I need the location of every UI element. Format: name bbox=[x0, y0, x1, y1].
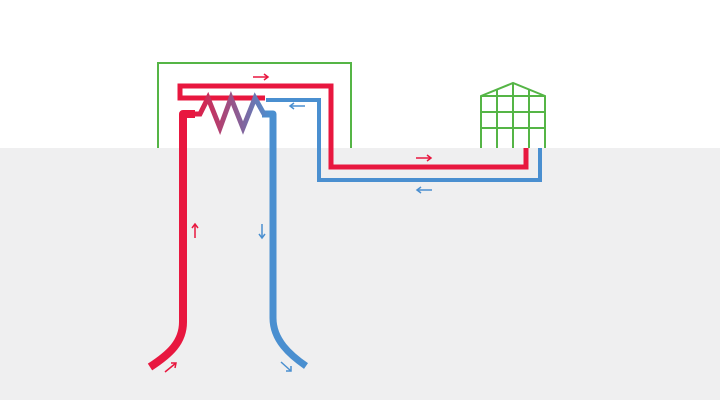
cold-supply-loop bbox=[266, 98, 542, 182]
sky-area bbox=[0, 0, 720, 148]
arrow-icon bbox=[415, 186, 432, 194]
hot-return-loop bbox=[177, 83, 529, 170]
arrow-icon bbox=[164, 362, 177, 373]
flow-arrows bbox=[164, 73, 433, 373]
arrow-icon bbox=[280, 361, 292, 372]
plant-housing-outline bbox=[157, 62, 352, 148]
greenhouse-icon bbox=[480, 81, 546, 148]
arrow-icon bbox=[191, 222, 199, 238]
arrow-icon bbox=[288, 102, 305, 110]
heat-exchanger-coil-icon bbox=[193, 91, 270, 135]
arrow-icon bbox=[253, 73, 270, 81]
arrow-icon bbox=[258, 224, 266, 240]
ground-area bbox=[0, 148, 720, 400]
injection-well-cold bbox=[262, 110, 308, 369]
arrow-icon bbox=[416, 154, 433, 162]
production-well-hot bbox=[147, 110, 195, 371]
